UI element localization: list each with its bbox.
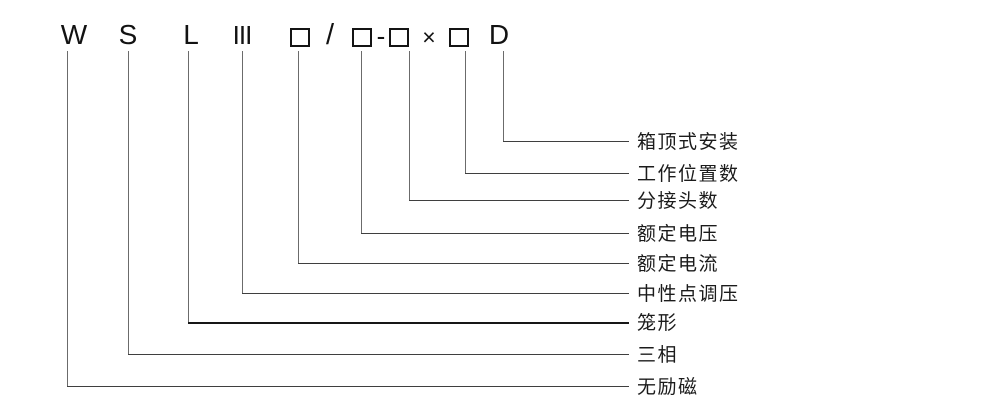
drop-line [361, 51, 362, 233]
meaning-label: 无励磁 [637, 376, 699, 398]
leader-line [188, 322, 629, 324]
meaning-label: 箱顶式安装 [637, 131, 740, 153]
drop-line [67, 51, 68, 386]
meaning-label: 额定电压 [637, 223, 720, 245]
code-symbol-box [449, 28, 469, 47]
hyphen-separator: - [376, 21, 386, 51]
code-symbol-d: D [488, 19, 510, 50]
code-symbol-iii: III [232, 20, 253, 50]
leader-line [361, 233, 629, 234]
times-separator: × [422, 24, 436, 50]
code-symbol-box [352, 28, 372, 47]
code-symbol-l: L [183, 19, 199, 50]
leader-line [242, 293, 629, 294]
code-symbol-s: S [118, 19, 138, 50]
meaning-label: 工作位置数 [637, 163, 740, 185]
drop-line [409, 51, 410, 200]
drop-line [242, 51, 243, 293]
code-symbol-box [389, 28, 409, 47]
leader-line [67, 386, 629, 387]
leader-line [503, 141, 629, 142]
drop-line [503, 51, 504, 141]
leader-line [409, 200, 629, 201]
drop-line [188, 51, 189, 322]
leader-line [465, 173, 629, 174]
meaning-label: 分接头数 [637, 190, 720, 212]
meaning-label: 笼形 [637, 312, 679, 334]
slash-separator: / [325, 19, 335, 51]
meaning-label: 额定电流 [637, 253, 720, 275]
code-symbol-box [290, 28, 310, 47]
leader-line [128, 354, 629, 355]
drop-line [298, 51, 299, 263]
drop-line [465, 51, 466, 173]
meaning-label: 三相 [637, 344, 679, 366]
leader-line [298, 263, 629, 264]
meaning-label: 中性点调压 [637, 283, 740, 305]
drop-line [128, 51, 129, 354]
code-symbol-w: W [60, 19, 88, 50]
